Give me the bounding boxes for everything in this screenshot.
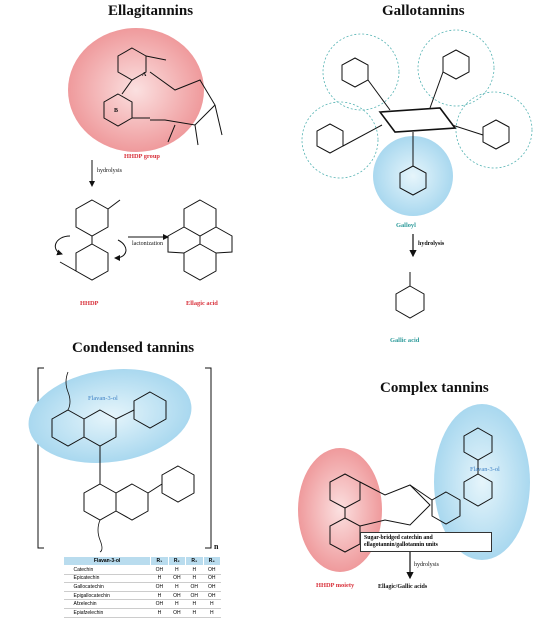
table-header: R₃ [185,556,204,566]
table-header-row: Flavan-3-ol R₁ R₂ R₃ R₄ [62,556,222,566]
ellagitannin-structure [103,47,223,146]
table-cell: OH [168,608,186,618]
hhdp-label: HHDP [80,300,99,307]
table-header: Flavan-3-ol [62,556,152,566]
table-cell: OH [150,565,169,575]
table-cell: H [203,599,221,609]
table-cell: Epigallocatechin [63,591,151,601]
table-cell: H [168,599,186,609]
ellagitannins-title: Ellagitannins [108,3,194,19]
polymer-n-label: n [214,542,219,551]
table-cell: Epicatechin [63,574,151,584]
complex-hhdp-highlight [298,448,382,572]
table-cell: OH [150,582,169,592]
table-cell: H [150,591,169,601]
ellagic-acid-structure [167,199,233,281]
table-cell: OH [150,599,169,609]
lactonization-label: lactonization [132,241,163,247]
table-cell: OH [203,582,221,592]
table-cell: H [185,565,204,575]
table-cell: OH [203,565,221,575]
flavan-3-ol-table: Flavan-3-ol R₁ R₂ R₃ R₄ Catechin OH H H … [62,556,222,618]
table-cell: OH [203,591,221,601]
table-cell: OH [185,591,204,601]
complex-structure [329,427,493,553]
table-header: R₁ [150,556,169,566]
gallic-acid-structure [395,272,425,319]
table-cell: H [203,608,221,618]
hydrolysis-label: hydrolysis [97,168,123,174]
table-row: Epicatechin H OH H OH [63,574,221,584]
table-cell: Catechin [63,565,151,575]
table-cell: OH [168,574,186,584]
table-row: Epigallocatechin H OH OH OH [63,591,221,601]
gallic-acid-label: Gallic acid [390,337,420,344]
table-header: R₂ [167,556,187,566]
gallotannin-structure [316,49,510,196]
table-header: R₄ [202,556,222,566]
table-cell: H [168,582,186,592]
complex-flavan-highlight [434,404,530,560]
table-cell: H [185,574,204,584]
galloyl-circles [301,29,533,179]
condensed-tannins-title: Condensed tannins [72,340,195,356]
ellagic-gallic-acids-label: Ellagic/Gallic acids [378,584,428,590]
table-cell: OH [203,574,221,584]
table-cell: Gallocatechin [63,582,151,592]
table-cell: Epiafzelechin [63,608,151,618]
table-cell: H [150,574,169,584]
hhdp-structure [54,199,127,281]
table-cell: Afzelechin [63,599,151,609]
hhdp-group-label: HHDP group [124,153,160,160]
galloyl-label: Galloyl [396,222,416,229]
table-cell: OH [185,582,204,592]
table-cell: H [185,599,204,609]
condensed-structure [51,371,195,553]
condensed-brackets [37,367,212,549]
gallotannins-title: Gallotannins [382,3,465,19]
table-row: Catechin OH H H OH [63,565,221,575]
ellagic-acid-label: Ellagic acid [186,300,218,307]
hhdp-moiety-label: HHDP moiety [316,582,355,589]
complex-flavan-3-ol-label: Flavan-3-ol [470,466,500,473]
table-cell: H [150,608,169,618]
galloyl-highlight [373,136,453,216]
complex-tannins-title: Complex tannins [380,380,489,396]
complex-hydrolysis-label: hydrolysis [414,562,440,568]
table-cell: H [168,565,186,575]
table-row: Gallocatechin OH H OH OH [63,582,221,592]
flavan-3-ol-label: Flavan-3-ol [88,395,118,402]
sugar-bridged-note: Sugar-bridged catechin and ellagotannin/… [360,532,492,552]
table-cell: OH [168,591,186,601]
table-row: Epiafzelechin H OH H H [63,608,221,618]
ring-b-label: B [114,108,119,114]
galloyl-hydrolysis-label: hydrolysis [418,241,445,247]
table-row: Afzelechin OH H H H [63,599,221,609]
ring-a-label: A [142,72,147,78]
hhdp-group-highlight [68,28,204,152]
table-cell: H [185,608,204,618]
